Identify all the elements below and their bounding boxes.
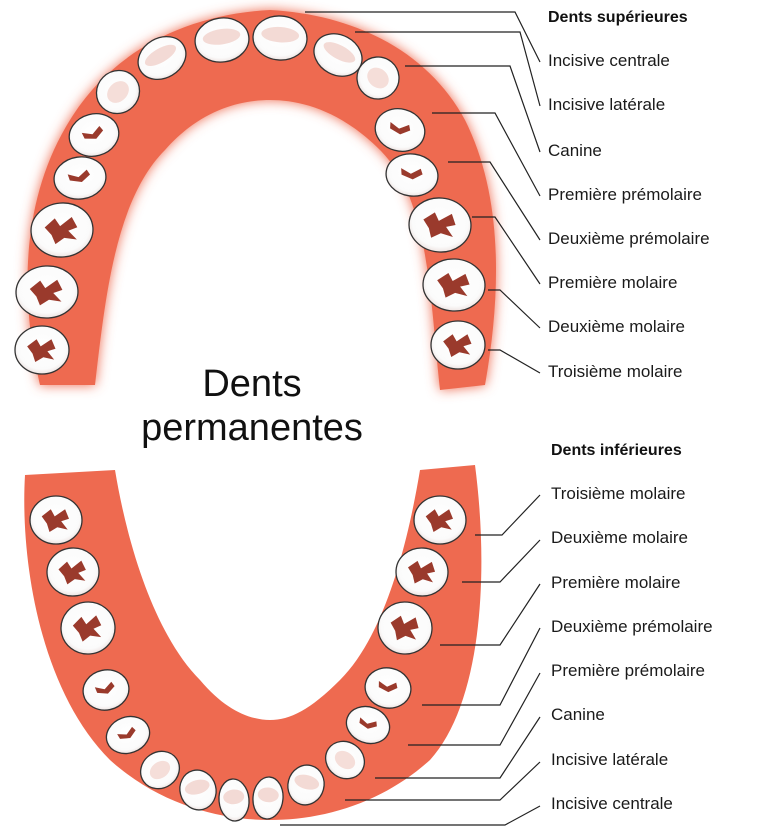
lower-label-deuxieme-molaire: Deuxième molaire xyxy=(551,528,688,548)
lower-label-canine: Canine xyxy=(551,705,605,725)
upper-leader-line xyxy=(488,290,540,328)
lower-tooth-right-troisieme-molaire xyxy=(414,496,466,544)
upper-tooth-left-troisieme-molaire xyxy=(15,326,69,374)
upper-label-deuxieme-molaire: Deuxième molaire xyxy=(548,317,685,337)
diagram-title-line1: Dents xyxy=(112,362,392,406)
lower-label-premiere-premolaire: Première prémolaire xyxy=(551,661,705,681)
upper-label-incisive-centrale: Incisive centrale xyxy=(548,51,670,71)
upper-label-incisive-laterale: Incisive latérale xyxy=(548,95,665,115)
upper-label-premiere-molaire: Première molaire xyxy=(548,273,677,293)
lower-label-incisive-centrale: Incisive centrale xyxy=(551,794,673,814)
diagram-title-line2: permanentes xyxy=(112,406,392,450)
upper-tooth-right-troisieme-molaire xyxy=(431,321,485,369)
upper-label-premiere-premolaire: Première prémolaire xyxy=(548,185,702,205)
upper-label-canine: Canine xyxy=(548,141,602,161)
lower-leader-line xyxy=(475,495,540,535)
lower-label-premiere-molaire: Première molaire xyxy=(551,573,680,593)
upper-leader-line xyxy=(488,350,540,373)
lower-label-troisieme-molaire: Troisième molaire xyxy=(551,484,685,504)
upper-label-deuxieme-premolaire: Deuxième prémolaire xyxy=(548,229,710,249)
upper-header: Dents supérieures xyxy=(548,8,688,28)
lower-header: Dents inférieures xyxy=(551,441,682,461)
upper-label-troisieme-molaire: Troisième molaire xyxy=(548,362,682,382)
lower-label-deuxieme-premolaire: Deuxième prémolaire xyxy=(551,617,713,637)
lower-tooth-left-troisieme-molaire xyxy=(30,496,82,544)
lower-label-incisive-laterale: Incisive latérale xyxy=(551,750,668,770)
